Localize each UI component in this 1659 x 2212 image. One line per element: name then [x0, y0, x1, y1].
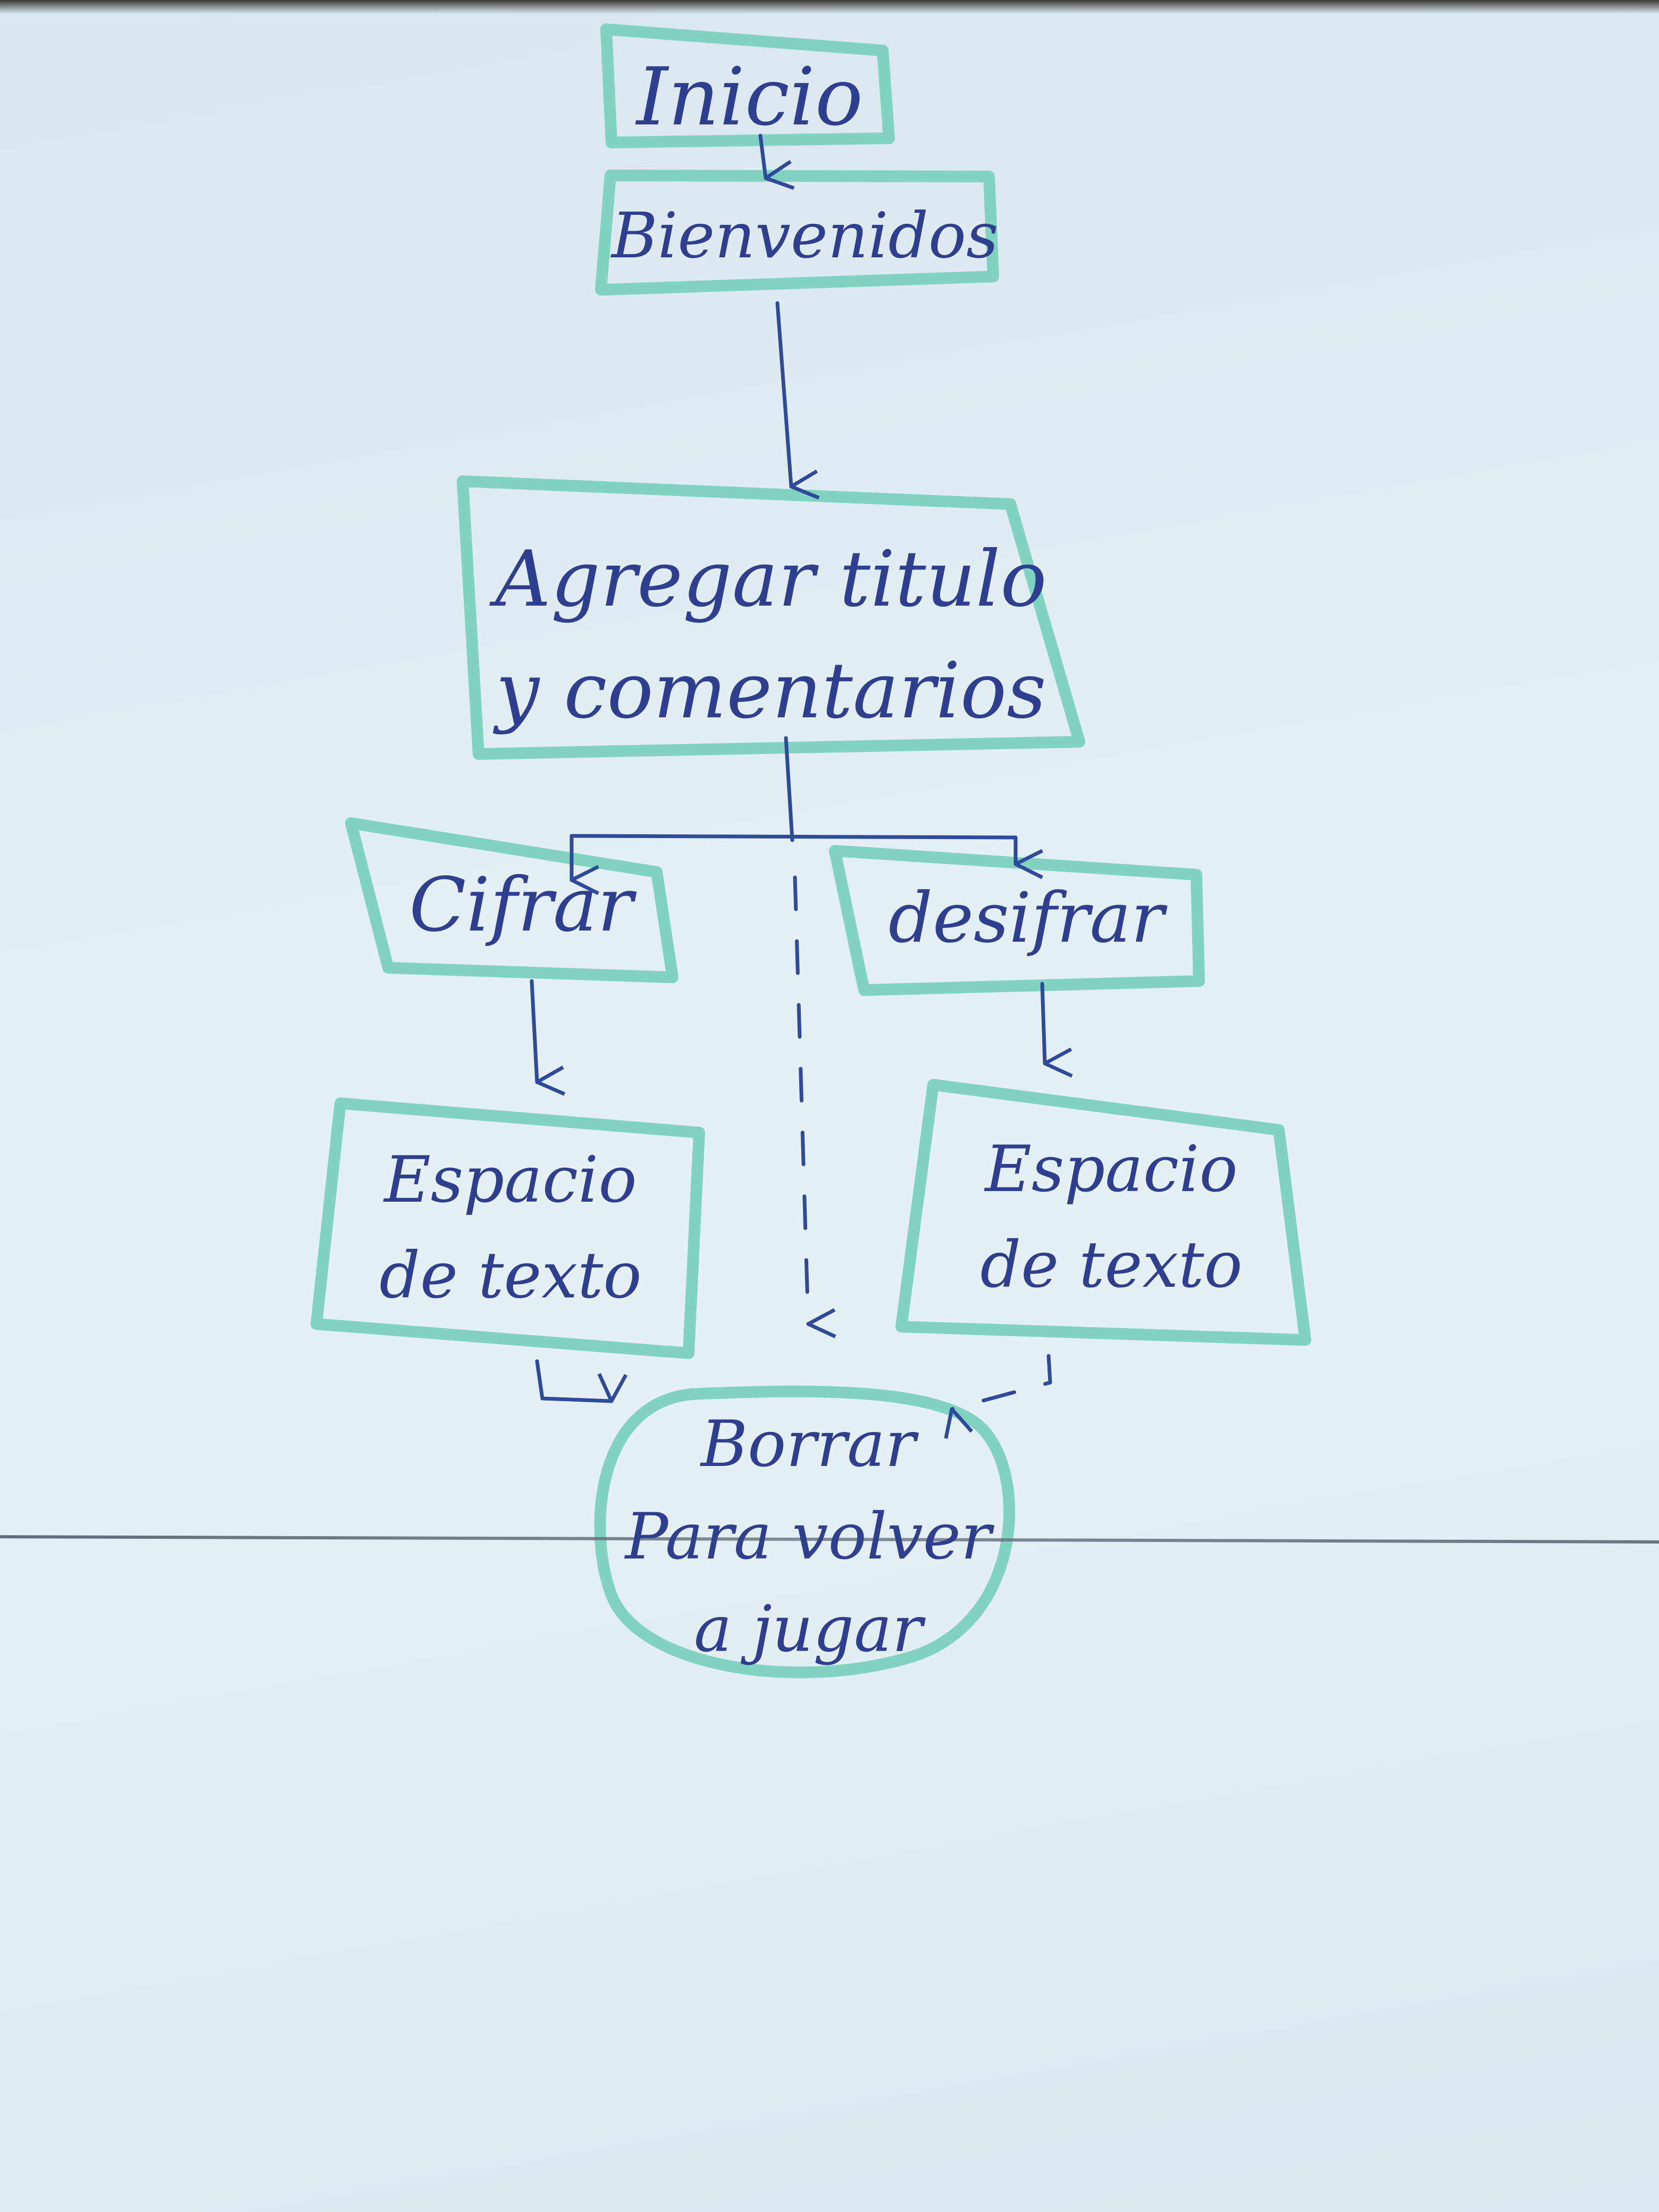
- edge-agregar-split: [569, 736, 1018, 842]
- node-desifrar-shape: [829, 845, 1205, 996]
- edge-espacio-der-borrar: [944, 1354, 1052, 1439]
- node-espacio-der-label: Espacio de texto: [980, 1133, 1243, 1302]
- node-espacio-der-shape: [895, 1079, 1311, 1346]
- table-edge: [0, 0, 1659, 14]
- node-agregar-label: Agregar titulo y comentarios: [495, 534, 1047, 736]
- edge-inicio-bienvenidos: [758, 133, 795, 190]
- node-desifrar-label: desifrar: [888, 877, 1164, 958]
- node-borrar-label: Borrar Para volver a jugar: [625, 1407, 992, 1666]
- node-espacio-izq-shape: [311, 1097, 705, 1359]
- edge-desifrar-espacio-der: [1040, 982, 1073, 1078]
- edge-bienvenidos-agregar: [775, 301, 820, 500]
- edge-espacio-izq-borrar: [535, 1359, 628, 1403]
- node-espacio-izq-label: Espacio de texto: [379, 1143, 642, 1313]
- node-bienvenidos-label: Bienvenidos: [611, 199, 999, 272]
- node-inicio-label: Inicio: [636, 51, 864, 144]
- node-agregar-shape: [457, 475, 1085, 760]
- edge-agregar-borrar: [793, 875, 836, 1338]
- node-inicio-shape: [600, 23, 895, 148]
- node-borrar-shape: [594, 1385, 1016, 1679]
- node-cifrar-shape: [345, 817, 678, 983]
- edge-cifrar-espacio-izq: [530, 979, 566, 1096]
- node-bienvenidos-shape: [595, 170, 999, 296]
- node-cifrar-label: Cifrar: [409, 862, 633, 949]
